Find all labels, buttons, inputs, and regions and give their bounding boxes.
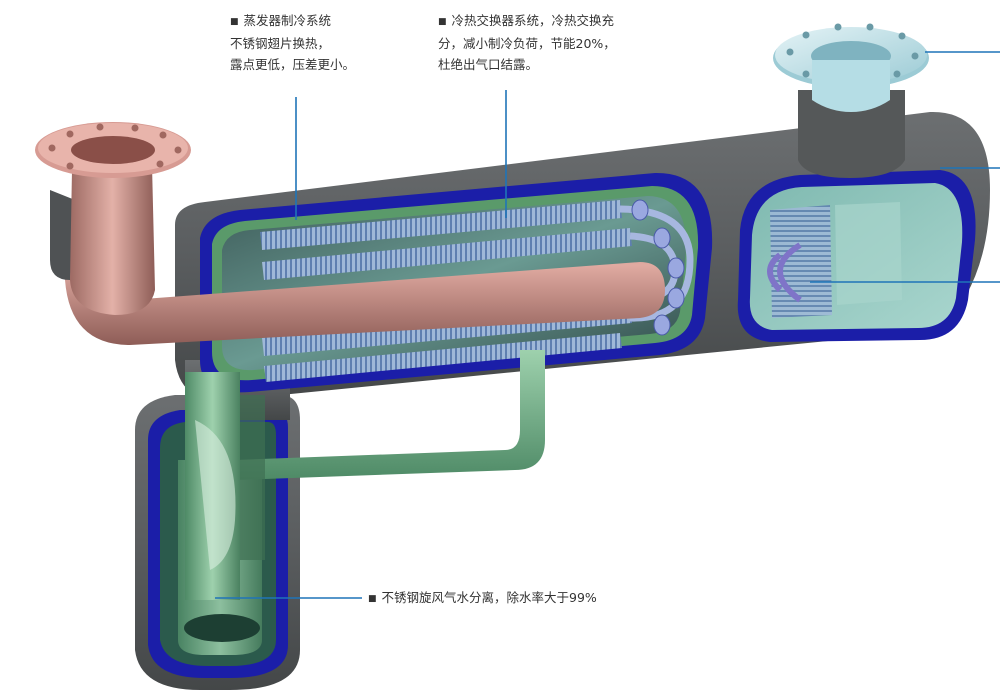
fin-tube-bank — [260, 200, 632, 382]
inlet-pipe — [65, 200, 665, 345]
bullet-icon: ■ — [230, 17, 239, 27]
outlet-flange — [773, 23, 929, 178]
bullet-icon: ■ — [438, 17, 447, 27]
left-cutaway — [65, 172, 713, 393]
leader-lines — [215, 51, 1000, 599]
callout-separator: ■不锈钢旋风气水分离，除水率大于99% — [368, 590, 597, 605]
inlet-flange — [35, 122, 191, 315]
callout-evaporator: ■蒸发器制冷系统 不锈钢翅片换热， 露点更低，压差更小。 — [230, 13, 356, 72]
bullet-icon: ■ — [368, 594, 377, 604]
callout-heat-exchanger: ■冷热交换器系统，冷热交换充 分，减小制冷负荷，节能20%， 杜绝出气口结露。 — [438, 13, 616, 72]
right-cutaway — [737, 170, 976, 342]
return-pipe — [185, 350, 545, 600]
